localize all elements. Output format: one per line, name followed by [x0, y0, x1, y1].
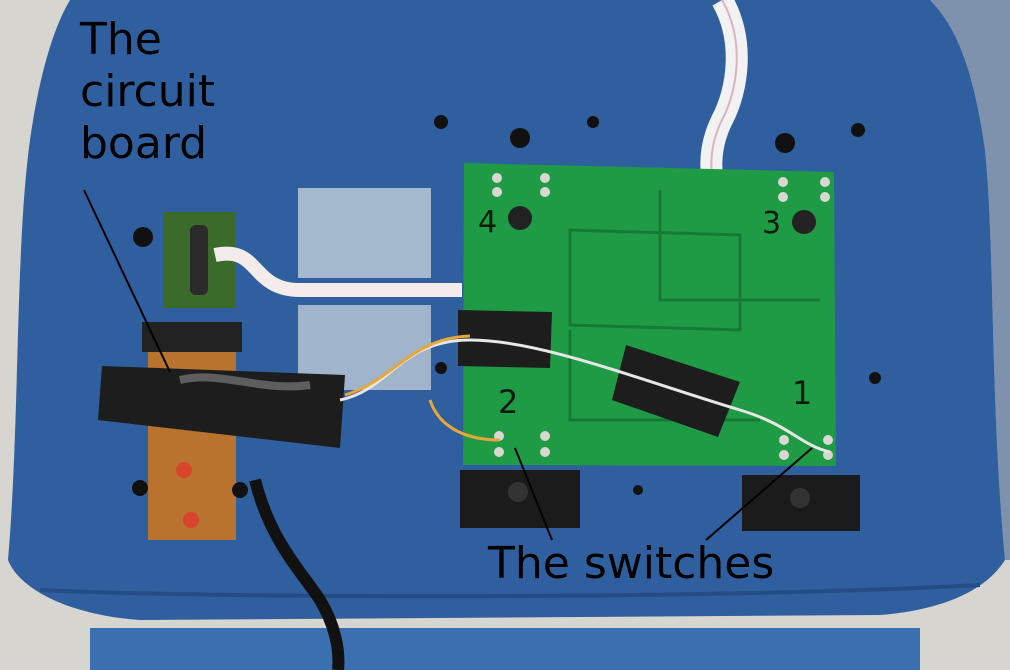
leader-line-switch-1 [705, 447, 813, 541]
black-tape-pcb-left [458, 310, 552, 368]
pcb-number-2: 2 [498, 383, 519, 421]
case-ridge [39, 583, 981, 599]
circuit-board-label-line-3: board [80, 118, 208, 169]
circuit-board-label: The circuit board [80, 14, 280, 170]
case-shading [930, 0, 1010, 560]
standoff-3 [792, 210, 816, 234]
black-cable [249, 478, 345, 670]
pcb-number-4: 4 [478, 205, 498, 240]
leader-line-switch-2 [514, 447, 553, 541]
solder-pads [492, 173, 833, 460]
ribbon-cable-side [213, 246, 462, 297]
lower-case-strip [90, 628, 920, 670]
circuit-board-label-line-2: circuit [80, 66, 216, 117]
pcb-number-1: 1 [792, 374, 813, 412]
switches-label: The switches [488, 538, 775, 589]
leader-line-circuit-board [83, 189, 171, 373]
standoff-4 [508, 206, 532, 230]
main-pcb [463, 163, 836, 466]
adhesive-patch-top [298, 188, 431, 278]
pcb-number-3: 3 [762, 206, 782, 241]
circuit-board-label-line-1: The [80, 14, 162, 65]
case-screws [132, 115, 881, 498]
